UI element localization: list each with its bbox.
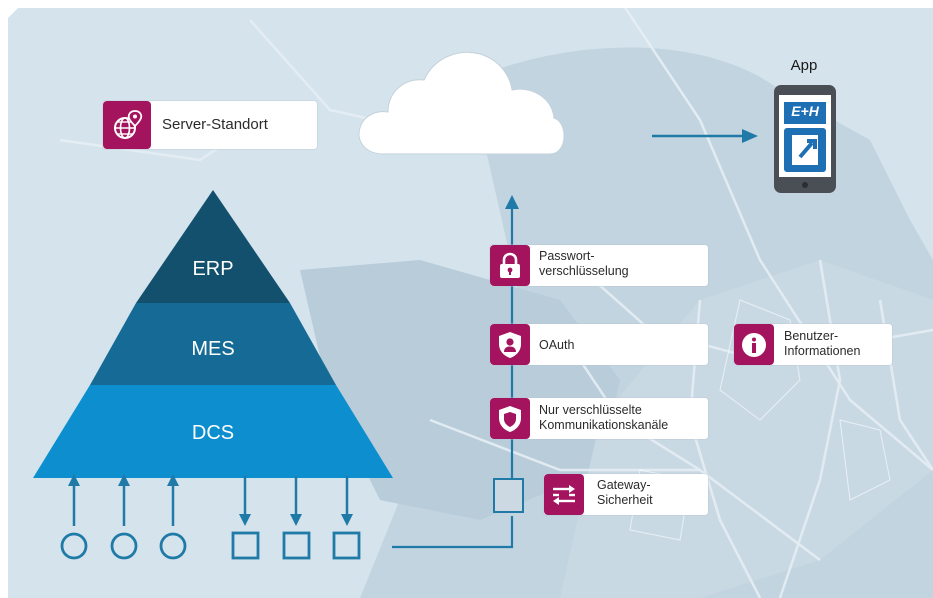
pyramid-mes-layer: [90, 303, 336, 385]
oauth-badge: [490, 324, 530, 365]
sensor-3-icon: [159, 532, 187, 560]
mes-label: MES: [191, 338, 235, 360]
user-information-label: Benutzer- Informationen: [784, 329, 861, 358]
encrypted-channels-label: Nur verschlüsselte Kommunikationskanäle: [539, 403, 669, 432]
smartphone-icon: [774, 85, 836, 193]
server-location-badge: [103, 101, 151, 149]
user-information-badge: [734, 324, 774, 365]
gateway-connection-line: [392, 516, 514, 549]
field-devices: [60, 474, 514, 560]
server-location-label: Server-Standort: [162, 116, 268, 133]
dcs-label: DCS: [191, 422, 235, 444]
cloud-icon: [358, 51, 565, 155]
gateway-security-badge: [544, 474, 584, 515]
user-shield-icon: [499, 331, 521, 358]
sensor-1-icon: [60, 532, 88, 560]
automation-pyramid: [33, 190, 393, 478]
oauth-label: OAuth: [539, 338, 575, 352]
info-icon: [742, 332, 766, 357]
pyramid-dcs-layer: [33, 385, 393, 478]
gateway-security-label: Gateway- Sicherheit: [597, 478, 653, 507]
lock-icon: [500, 252, 520, 278]
cloud-to-app-arrow: [652, 129, 758, 143]
actuator-2-icon: [282, 531, 311, 560]
encrypted-channels-badge: [490, 398, 530, 439]
globe-pin-icon: [114, 110, 143, 139]
actuator-3-icon: [332, 531, 361, 560]
transfer-arrows-icon: [553, 484, 575, 505]
gateway-device-icon: [493, 478, 524, 513]
password-encryption-label: Passwort- verschlüsselung: [539, 249, 629, 278]
brand-logo: E+H: [791, 103, 819, 119]
sensor-2-icon: [110, 532, 138, 560]
actuator-1-icon: [231, 531, 260, 560]
pyramid-erp-layer: [136, 190, 290, 303]
erp-label: ERP: [192, 258, 234, 280]
password-encryption-badge: [490, 245, 530, 286]
shield-icon: [499, 405, 521, 432]
app-label: App: [790, 57, 818, 74]
